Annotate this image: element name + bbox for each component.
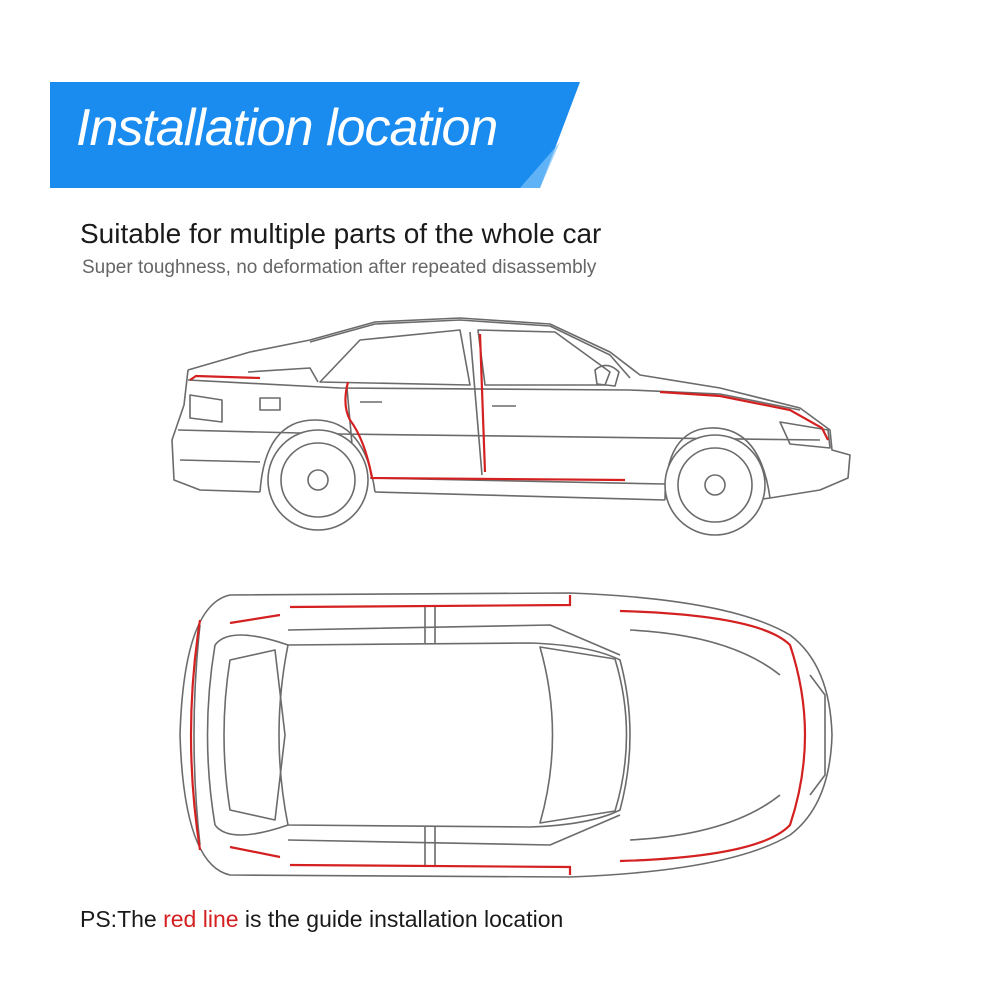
installation-note: PS:The red line is the guide installatio… xyxy=(80,906,563,933)
note-highlight: red line xyxy=(163,906,239,932)
title-banner: Installation location xyxy=(50,82,580,188)
note-suffix: is the guide installation location xyxy=(238,906,564,932)
sedan-side-view-icon xyxy=(171,317,851,536)
tagline: Super toughness, no deformation after re… xyxy=(82,257,597,278)
note-prefix: PS:The xyxy=(80,906,164,932)
subtitle: Suitable for multiple parts of the whole… xyxy=(80,218,602,249)
banner-background xyxy=(50,82,580,188)
sedan-top-view-icon xyxy=(179,592,833,878)
banner-title: Installation location xyxy=(76,99,498,157)
